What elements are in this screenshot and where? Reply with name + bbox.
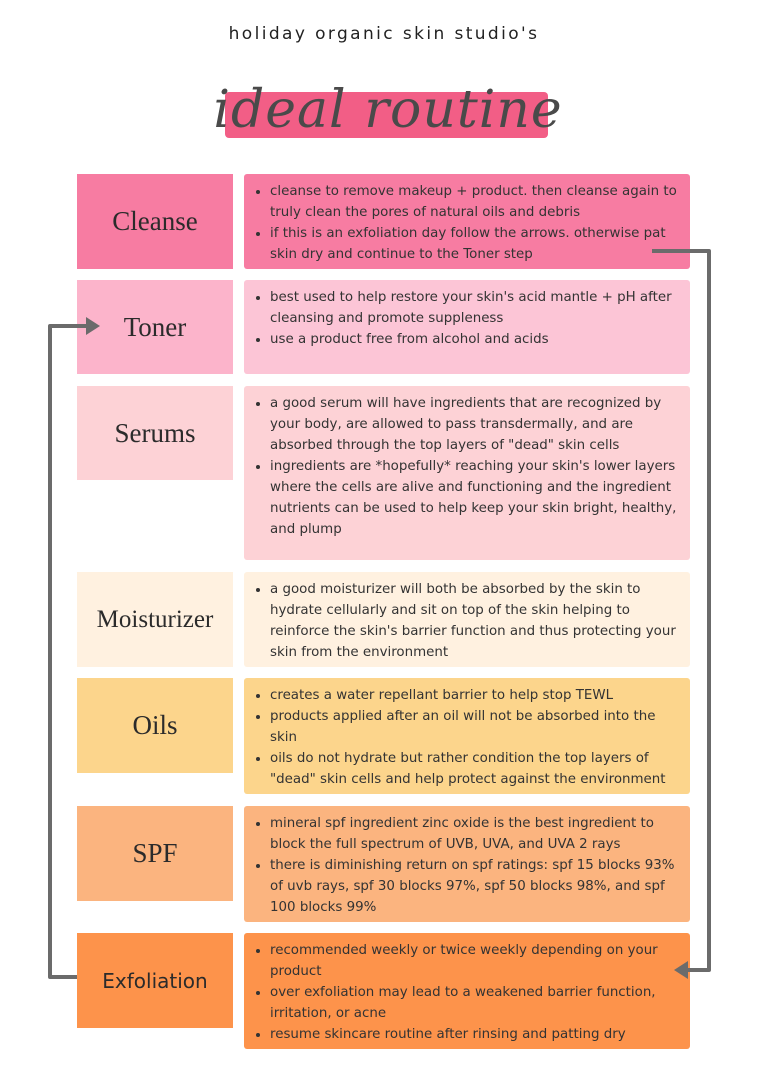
bullet-item: there is diminishing return on spf ratin…: [270, 855, 684, 918]
title-highlight: [225, 92, 548, 138]
step-label-text: Moisturizer: [96, 605, 214, 633]
bullet-item: if this is an exfoliation day follow the…: [270, 223, 684, 265]
step-description-cleanse: cleanse to remove makeup + product. then…: [244, 174, 690, 269]
step-label-text: SPF: [132, 838, 178, 868]
step-label-text: Toner: [123, 311, 187, 342]
bullet-item: oils do not hydrate but rather condition…: [270, 748, 684, 790]
step-description-toner: best used to help restore your skin's ac…: [244, 280, 690, 374]
step-description-serums: a good serum will have ingredients that …: [244, 386, 690, 560]
bullet-item: best used to help restore your skin's ac…: [270, 287, 684, 329]
bullet-item: ingredients are *hopefully* reaching you…: [270, 456, 684, 540]
bullet-item: products applied after an oil will not b…: [270, 706, 684, 748]
step-label-cleanse: Cleanse: [77, 174, 233, 269]
bullet-item: cleanse to remove makeup + product. then…: [270, 181, 684, 223]
step-label-spf: SPF: [77, 806, 233, 901]
step-label-serums: Serums: [77, 386, 233, 480]
bullet-item: a good serum will have ingredients that …: [270, 393, 684, 456]
bullet-item: resume skincare routine after rinsing an…: [270, 1024, 684, 1045]
studio-subtitle: holiday organic skin studio's: [228, 24, 540, 44]
step-label-toner: Toner: [77, 280, 233, 374]
step-label-text: Cleanse: [112, 206, 198, 236]
bullet-item: creates a water repellant barrier to hel…: [270, 685, 684, 706]
bullet-item: a good moisturizer will both be absorbed…: [270, 579, 684, 663]
arrowhead-right-icon: [86, 317, 100, 335]
step-description-spf: mineral spf ingredient zinc oxide is the…: [244, 806, 690, 922]
bullet-item: over exfoliation may lead to a weakened …: [270, 982, 684, 1024]
step-label-exfoliation: Exfoliation: [77, 933, 233, 1028]
arrow-exfoliation-to-toner: [48, 324, 88, 979]
step-label-oils: Oils: [77, 678, 233, 773]
step-label-text: Oils: [132, 710, 178, 740]
step-label-moisturizer: Moisturizer: [77, 572, 233, 667]
step-description-moisturizer: a good moisturizer will both be absorbed…: [244, 572, 690, 667]
bullet-item: mineral spf ingredient zinc oxide is the…: [270, 813, 684, 855]
step-description-oils: creates a water repellant barrier to hel…: [244, 678, 690, 794]
arrowhead-left-icon: [674, 961, 688, 979]
step-description-exfoliation: recommended weekly or twice weekly depen…: [244, 933, 690, 1049]
bullet-item: use a product free from alcohol and acid…: [270, 329, 684, 350]
bullet-item: recommended weekly or twice weekly depen…: [270, 940, 684, 982]
arrow-cleanse-to-exfoliation: [652, 249, 711, 972]
step-label-text: Serums: [114, 417, 196, 448]
step-label-text: Exfoliation: [102, 968, 208, 993]
